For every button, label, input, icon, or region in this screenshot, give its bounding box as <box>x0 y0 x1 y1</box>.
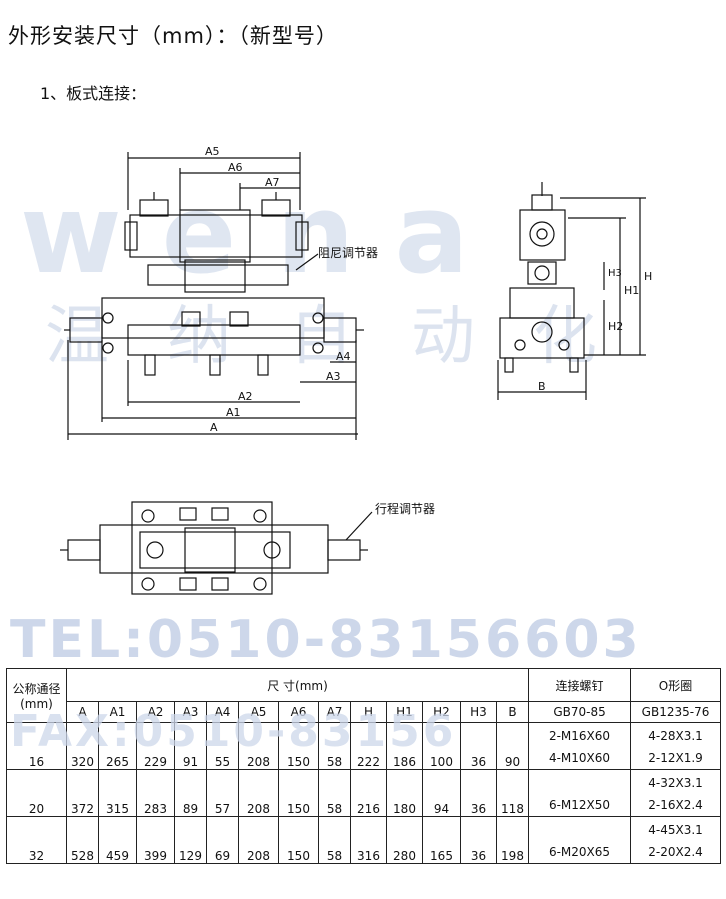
stroke-label: 行程调节器 <box>375 502 436 516</box>
watermark-fax: FAX:0510-83156 <box>10 706 457 757</box>
page-title: 外形安装尺寸（mm）：（新型号） <box>8 24 338 48</box>
dim-b: B <box>538 380 546 393</box>
section-title: 1、板式连接： <box>40 84 147 103</box>
dim-h2: H2 <box>608 320 624 333</box>
damper-label: 阻尼调节器 <box>318 246 379 260</box>
technical-drawing <box>60 152 646 595</box>
col-header: A7 <box>318 701 351 723</box>
watermark-logo: wena <box>20 170 509 298</box>
dim-a3: A3 <box>326 370 341 383</box>
col-header: H3 <box>460 701 497 723</box>
dim-a4: A4 <box>336 350 351 363</box>
watermark-tel: TEL:0510-83156603 <box>10 610 642 670</box>
dim-h3: H3 <box>608 268 622 279</box>
table-row: 16 320 265 229 91 55 208 150 58 222 186 … <box>6 722 722 770</box>
dim-a2: A2 <box>238 390 253 403</box>
dim-a7: A7 <box>265 176 280 189</box>
header-bolt: 连接螺钉 <box>528 668 632 702</box>
col-header: A1 <box>98 701 137 723</box>
table-row: 32 528 459 399 129 69 208 150 58 316 280… <box>6 816 722 864</box>
col-header: A3 <box>174 701 207 723</box>
dim-a5: A5 <box>205 145 220 158</box>
col-header: A2 <box>136 701 175 723</box>
header-nominal: 公称通径 (mm) <box>6 668 67 723</box>
table-row: 20 372 315 283 89 57 208 150 58 216 180 … <box>6 769 722 817</box>
header-dimensions: 尺 寸(mm) <box>65 668 530 702</box>
bolt-std: GB70-85 <box>528 701 632 723</box>
dim-a: A <box>210 421 218 434</box>
oring-std: GB1235-76 <box>630 701 722 723</box>
dim-h: H <box>644 270 653 283</box>
spec-table: 公称通径 (mm) 尺 寸(mm) 连接螺钉 O形圈 A A1 A2 A3 A4… <box>6 668 722 864</box>
dim-a6: A6 <box>228 161 243 174</box>
dim-a1: A1 <box>226 406 241 419</box>
col-header: B <box>495 701 530 723</box>
header-oring: O形圈 <box>630 668 722 702</box>
dim-h1: H1 <box>624 284 640 297</box>
